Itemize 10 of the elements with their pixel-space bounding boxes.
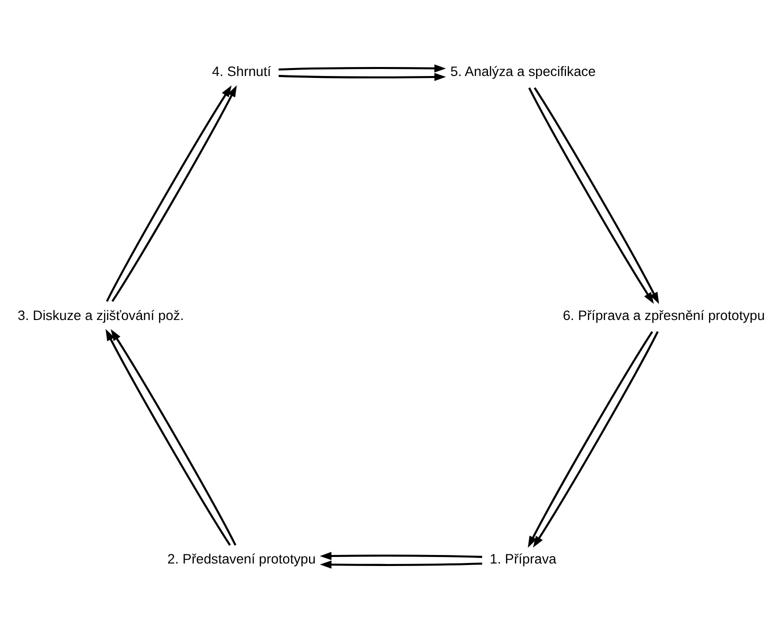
arrow: [278, 72, 446, 82]
arrow: [320, 552, 482, 560]
node-text: 4. Shrnutí: [212, 64, 272, 80]
node-text: 6. Příprava a zpřesnění prototypu: [562, 308, 765, 323]
arrow: [320, 560, 482, 569]
arrow: [278, 64, 446, 72]
node-text: 5. Analýza a specifikace: [450, 64, 596, 80]
node-text: 3. Diskuze a zjišťování pož.: [18, 308, 184, 323]
node-text: 2. Představení prototypu: [167, 552, 316, 567]
node-text: 1. Příprava: [490, 552, 556, 567]
